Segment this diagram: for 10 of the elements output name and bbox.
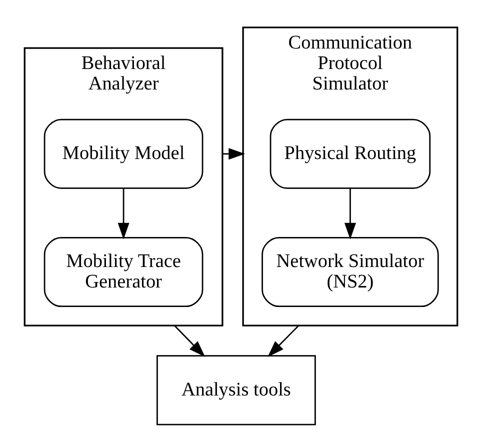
arrow — [222, 148, 246, 160]
arrow — [118, 188, 130, 240]
node-box: Mobility Model — [44, 118, 204, 189]
arrow — [268, 325, 300, 357]
arrow — [344, 188, 356, 240]
arrow — [174, 325, 206, 357]
node-box: Physical Routing — [270, 118, 431, 189]
node-box: Mobility Trace Generator — [44, 236, 204, 308]
node-box: Network Simulator (NS2) — [262, 236, 439, 308]
node-box: Analysis tools — [156, 355, 316, 426]
